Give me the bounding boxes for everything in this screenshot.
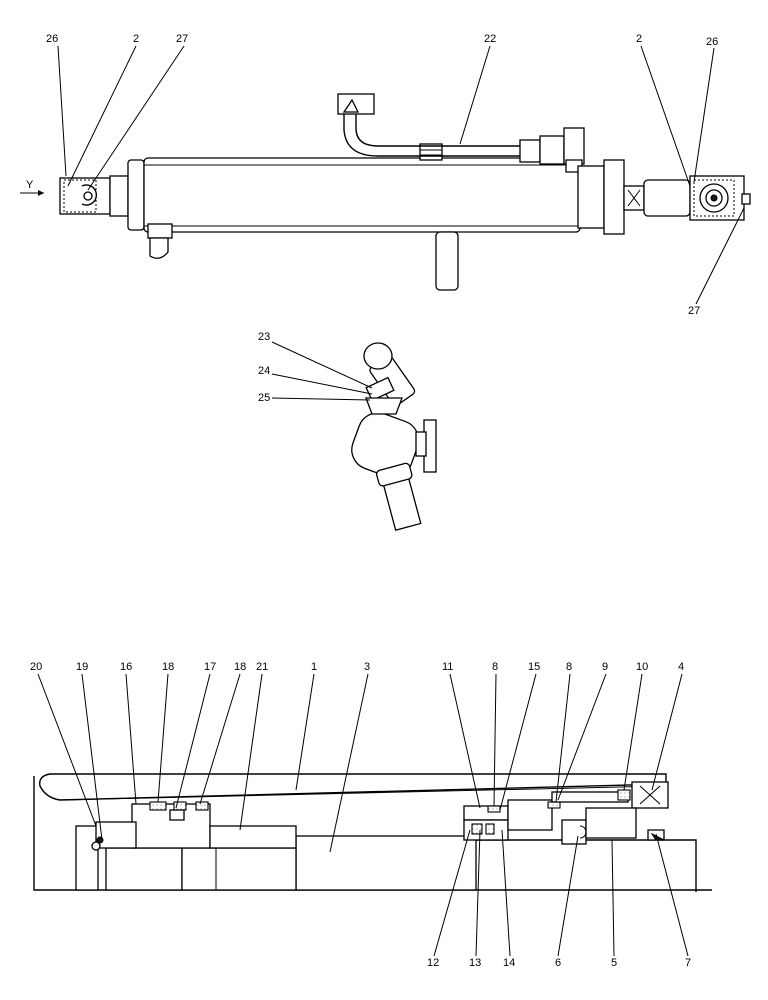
callout-13: 13 — [469, 957, 481, 969]
callout-26-right: 26 — [706, 36, 718, 48]
callout-1: 1 — [311, 661, 317, 673]
callout-19: 19 — [76, 661, 88, 673]
callout-3: 3 — [364, 661, 370, 673]
top-view-leaders — [57, 45, 745, 305]
callout-16: 16 — [120, 661, 132, 673]
callout-2-left: 2 — [133, 33, 139, 45]
callout-27-left: 27 — [176, 33, 188, 45]
callout-4: 4 — [678, 661, 684, 673]
callout-22: 22 — [484, 33, 496, 45]
callout-5: 5 — [611, 957, 617, 969]
callout-2-right: 2 — [636, 33, 642, 45]
callout-6: 6 — [555, 957, 561, 969]
callout-7: 7 — [685, 957, 691, 969]
callout-9: 9 — [602, 661, 608, 673]
callout-23: 23 — [258, 331, 270, 343]
callout-18-left: 18 — [162, 661, 174, 673]
cylinder-barrel — [143, 143, 581, 291]
hydraulic-tube — [337, 93, 585, 173]
head-gland — [577, 159, 751, 235]
callout-15: 15 — [528, 661, 540, 673]
callout-12: 12 — [427, 957, 439, 969]
callout-14: 14 — [503, 957, 515, 969]
view-y-arrow: Y — [20, 179, 44, 196]
callout-17: 17 — [204, 661, 216, 673]
end-view: 23 24 25 — [258, 331, 437, 531]
left-rod-eye — [59, 159, 145, 231]
callout-10: 10 — [636, 661, 648, 673]
callout-27-right: 27 — [688, 305, 700, 317]
callout-8-right: 8 — [566, 661, 572, 673]
callout-24: 24 — [258, 365, 270, 377]
callout-26-left: 26 — [46, 33, 58, 45]
callout-11: 11 — [442, 661, 453, 673]
section-view: 20 19 16 18 17 18 21 1 3 11 8 15 8 9 10 … — [30, 661, 712, 969]
callout-18-right: 18 — [234, 661, 246, 673]
callout-8-left: 8 — [492, 661, 498, 673]
view-y-label: Y — [26, 179, 34, 191]
callout-21: 21 — [256, 661, 268, 673]
callout-20: 20 — [30, 661, 42, 673]
top-view: Y — [20, 33, 751, 317]
callout-25: 25 — [258, 392, 270, 404]
